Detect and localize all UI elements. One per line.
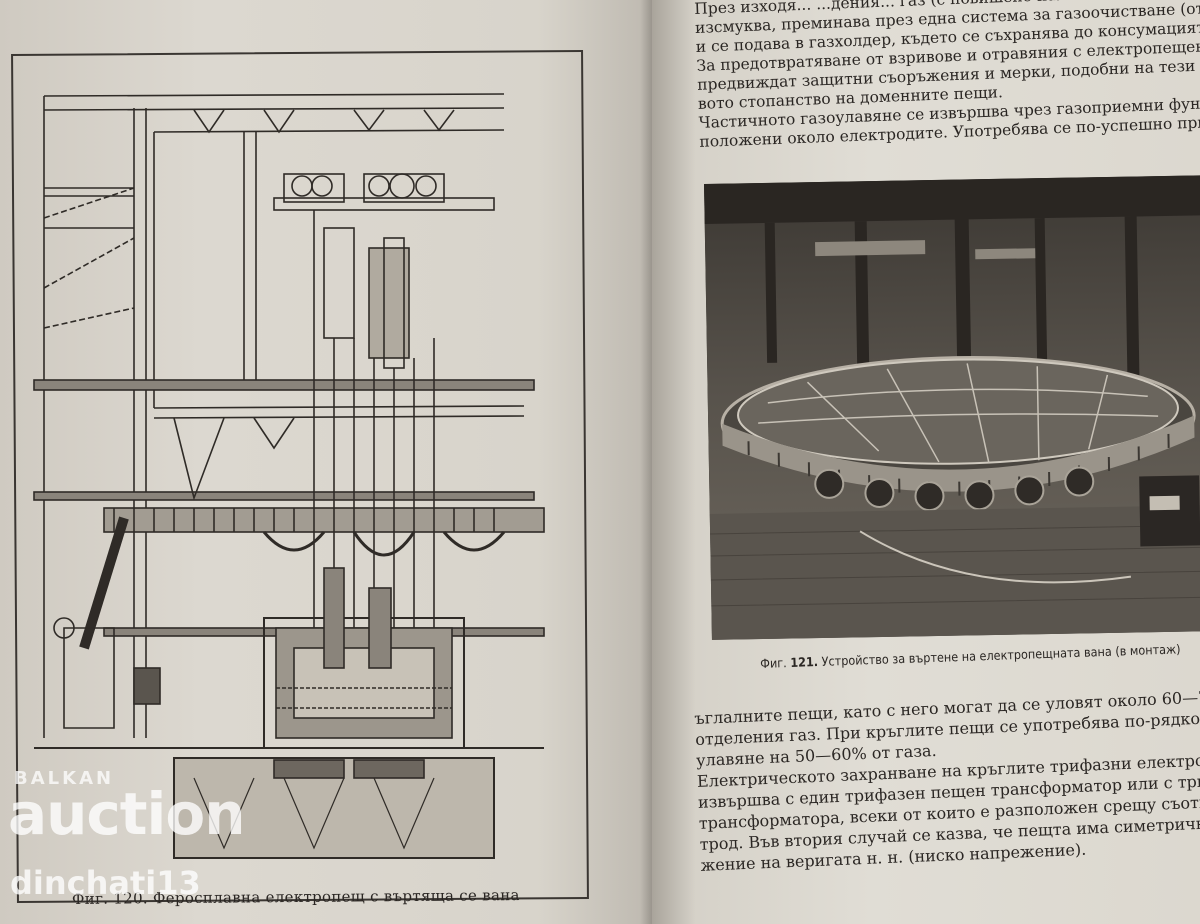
- figure-121-caption: Фиг. 121. Устройство за въртене на елект…: [760, 641, 1181, 671]
- watermark-brand: auction: [8, 780, 246, 848]
- figure-120-drawing: [33, 93, 545, 859]
- figure-121-caption-text: Устройство за въртене на електропещната …: [821, 641, 1181, 669]
- right-page: През изходя... ...дения... газ (с повише…: [652, 0, 1200, 924]
- body-text-top: През изходя... ...дения... газ (с повише…: [694, 0, 1200, 152]
- figure-121-caption-prefix: Фиг.: [760, 655, 787, 671]
- figure-121-photo-drawing: [704, 175, 1200, 640]
- figure-121-number: 121.: [790, 653, 819, 670]
- left-page: Фиг. 120. Феросплавна електропещ с въртя…: [0, 0, 672, 924]
- watermark-user: dinchati13: [10, 864, 201, 902]
- figure-121-photo: [704, 175, 1200, 640]
- watermark-brand-small: BALKAN: [14, 768, 115, 789]
- auction-watermark: BALKAN auction dinchati13: [6, 760, 336, 910]
- body-text-bottom: ъглалните пещи, като с него могат да се …: [694, 685, 1200, 875]
